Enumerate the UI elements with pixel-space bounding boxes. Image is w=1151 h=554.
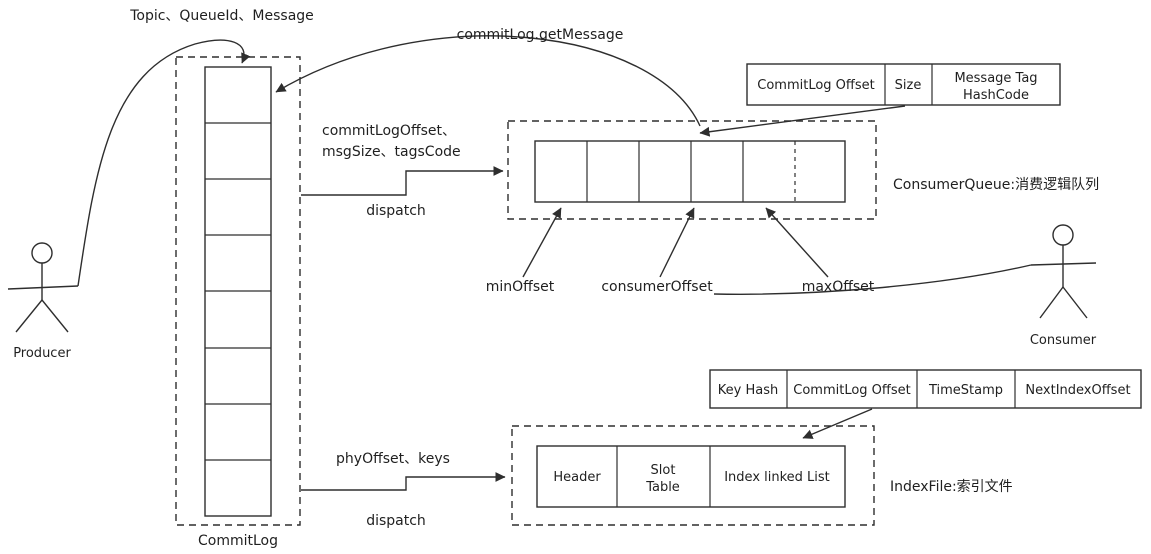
dispatch-indexfile-arrow [301, 472, 506, 491]
consumer-head-icon [1052, 224, 1074, 246]
index-file-header-cell: Header [553, 470, 601, 485]
consumer-queue-entry-table: CommitLog Offset Size Message Tag HashCo… [699, 63, 1061, 137]
index-file-title: IndexFile:索引文件 [890, 478, 1013, 495]
consumer-queue-title: ConsumerQueue:消费逻辑队列 [893, 177, 1099, 193]
producer-send-label: Topic、QueueId、Message [129, 8, 314, 24]
offset-pointers: minOffset consumerOffset maxOffset [486, 207, 875, 295]
cq-entry-size: Size [895, 78, 922, 93]
index-entry-offset: CommitLog Offset [793, 383, 910, 398]
index-entry-pointer-arrow [802, 408, 873, 439]
cq-entry-tag-line2: HashCode [963, 88, 1029, 103]
cq-entry-border [746, 63, 1061, 106]
consumer-queue-dashed-border [507, 120, 877, 220]
index-file-slot-line2: Table [645, 480, 680, 495]
commitlog-label: CommitLog [198, 533, 278, 549]
get-message-label: commitLog.getMessage [457, 27, 624, 43]
dispatch-consumerqueue-label: dispatch [366, 203, 426, 219]
consumer-read-line [713, 264, 1032, 295]
producer-leg-right [41, 299, 69, 333]
commitlog-dashed-border [175, 56, 301, 526]
max-offset-arrow [765, 207, 829, 278]
get-message-arrow [275, 35, 701, 127]
producer-send-arrow [77, 39, 251, 287]
producer-head-icon [31, 242, 53, 264]
commitlog-container: CommitLog [175, 56, 301, 549]
consumer-leg-right [1062, 286, 1088, 319]
consumer-figure: Consumer [1030, 224, 1097, 348]
index-entry-key-hash: Key Hash [718, 383, 778, 398]
consumer-offset-label: consumerOffset [601, 279, 713, 295]
index-file-row [536, 445, 846, 508]
producer-figure: Producer [7, 242, 79, 361]
index-entry-next-offset: NextIndexOffset [1025, 383, 1130, 398]
index-entry-table: Key Hash CommitLog Offset TimeStamp Next… [709, 369, 1142, 439]
producer-leg-left [15, 299, 43, 333]
index-file-dashed-border [511, 425, 875, 526]
index-entry-border [709, 369, 1142, 409]
min-offset-label: minOffset [486, 279, 555, 295]
cq-entry-tag-line1: Message Tag [954, 71, 1037, 86]
consumer-label: Consumer [1030, 333, 1097, 348]
dispatch-indexfile-payload: phyOffset、keys [336, 451, 450, 467]
max-offset-label: maxOffset [802, 279, 875, 295]
cq-entry-pointer-arrow [699, 105, 906, 137]
min-offset-arrow [522, 207, 562, 278]
producer-label: Producer [13, 346, 71, 361]
dispatch-payload-line2: msgSize、tagsCode [322, 144, 461, 160]
dispatch-consumerqueue-arrow [301, 166, 504, 196]
index-file-index-list-cell: Index linked List [724, 470, 830, 485]
consumer-queue-container: ConsumerQueue:消费逻辑队列 [507, 120, 1099, 220]
index-file-container: Header Slot Table Index linked List Inde… [511, 425, 1013, 526]
index-entry-timestamp: TimeStamp [928, 383, 1003, 398]
producer-arms [7, 285, 79, 290]
consumer-queue-row [534, 140, 846, 203]
consumer-arms [1030, 262, 1097, 266]
consumer-offset-arrow [659, 207, 695, 278]
index-file-slot-line1: Slot [651, 463, 676, 478]
dispatch-indexfile-label: dispatch [366, 513, 426, 529]
cq-entry-offset: CommitLog Offset [757, 78, 874, 93]
dispatch-payload-line1: commitLogOffset、 [322, 123, 456, 139]
consumer-leg-left [1039, 286, 1064, 319]
